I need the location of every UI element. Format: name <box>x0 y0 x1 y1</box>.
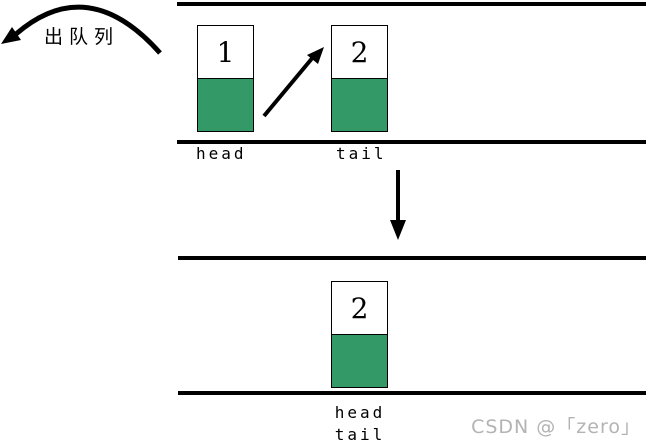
top-queue-lower-rail <box>177 140 646 144</box>
head-tail-pointer-labels: head tail <box>325 402 395 442</box>
bottom-queue-upper-rail <box>178 256 646 260</box>
node-value: 2 <box>350 291 369 325</box>
tail-pointer-label: tail <box>334 425 386 442</box>
queue-node-2-after: 2 <box>331 281 388 388</box>
tail-pointer-label: tail <box>336 144 387 163</box>
dequeue-label: 出队列 <box>44 26 120 48</box>
next-pointer-arrow-icon <box>262 47 324 118</box>
transition-down-arrow-icon <box>390 170 406 240</box>
node-value: 2 <box>350 35 369 69</box>
dequeue-arc-arrow-icon <box>1 4 162 55</box>
csdn-watermark: CSDN @「zero」 <box>471 416 641 438</box>
queue-node-2: 2 <box>331 25 388 132</box>
node-fill <box>332 78 387 131</box>
queue-node-1: 1 <box>197 25 254 132</box>
node-fill <box>332 334 387 387</box>
top-queue-upper-rail <box>177 2 646 6</box>
head-pointer-label: head <box>334 403 386 422</box>
node-value: 1 <box>216 35 235 69</box>
head-pointer-label: head <box>196 144 247 163</box>
node-fill <box>198 78 253 131</box>
bottom-queue-lower-rail <box>178 391 646 395</box>
